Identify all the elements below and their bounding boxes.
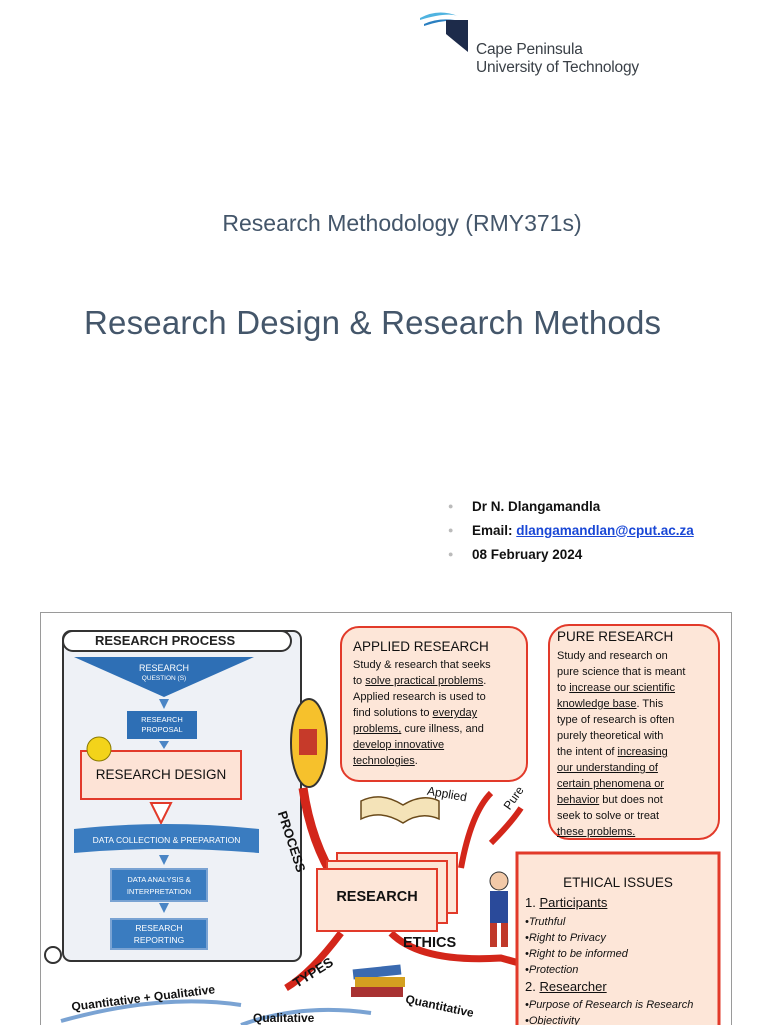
- ethics-researcher-items: •Purpose of Research is Research •Object…: [525, 999, 694, 1025]
- step-question-sub: QUESTION (S): [141, 675, 187, 682]
- logo-line-2: University of Technology: [476, 59, 639, 76]
- label-qualitative: Qualitative: [253, 1011, 315, 1025]
- bullet-icon: ●: [448, 525, 454, 535]
- ethics-participant-items: •Truthful •Right to Privacy •Right to be…: [525, 916, 628, 976]
- date-text: 08 February 2024: [472, 546, 583, 562]
- ethics-heading-participants: 1. Participants: [525, 895, 608, 910]
- applied-title: APPLIED RESEARCH: [353, 639, 489, 654]
- bullet-icon: ●: [448, 549, 454, 559]
- step-collection: DATA COLLECTION & PREPARATION: [92, 835, 241, 845]
- ethics-title: ETHICAL ISSUES: [563, 875, 673, 890]
- pure-title: PURE RESEARCH: [557, 629, 674, 644]
- label-ethics: ETHICS: [403, 935, 457, 951]
- main-title: Research Design & Research Methods: [84, 304, 662, 341]
- contact-list: ● Dr N. Dlangamandla ● Email: dlangamand…: [448, 494, 694, 566]
- logo-mark-icon: [420, 12, 468, 52]
- infographic-graphics: [44, 624, 721, 1025]
- author-name: Dr N. Dlangamandla: [472, 498, 601, 514]
- contact-date-row: ● 08 February 2024: [448, 542, 694, 566]
- ethics-heading-researcher: 2. Researcher: [525, 979, 607, 994]
- step-reporting: RESEARCH: [135, 923, 183, 933]
- email-link[interactable]: dlangamandlan@cput.ac.za: [516, 522, 694, 538]
- step-design: RESEARCH DESIGN: [95, 767, 227, 782]
- step-proposal-sub: PROPOSAL: [141, 725, 183, 734]
- step-proposal: RESEARCH: [141, 715, 183, 724]
- cput-logo: Cape Peninsula University of Technology: [418, 8, 658, 78]
- pure-text: Study and research on pure science that …: [557, 650, 686, 838]
- contact-name-row: ● Dr N. Dlangamandla: [448, 494, 694, 518]
- step-analysis-sub: INTERPRETATION: [126, 887, 192, 896]
- course-title: Research Methodology (RMY371s): [222, 210, 582, 236]
- logo-line-1: Cape Peninsula: [476, 41, 583, 58]
- step-question: RESEARCH: [138, 663, 189, 673]
- applied-text: Study & research that seeks to solve pra…: [353, 659, 491, 767]
- step-analysis: DATA ANALYSIS &: [127, 875, 191, 884]
- process-title: RESEARCH PROCESS: [95, 633, 236, 648]
- contact-email-row: ● Email: dlangamandlan@cput.ac.za: [448, 518, 694, 542]
- research-infographic: RESEARCH PROCESS RESEARCH QUESTION (S) R…: [40, 612, 732, 1025]
- email-label: Email:: [472, 522, 513, 538]
- bullet-icon: ●: [448, 501, 454, 511]
- label-research: RESEARCH: [336, 889, 418, 905]
- step-reporting-sub: REPORTING: [133, 935, 185, 945]
